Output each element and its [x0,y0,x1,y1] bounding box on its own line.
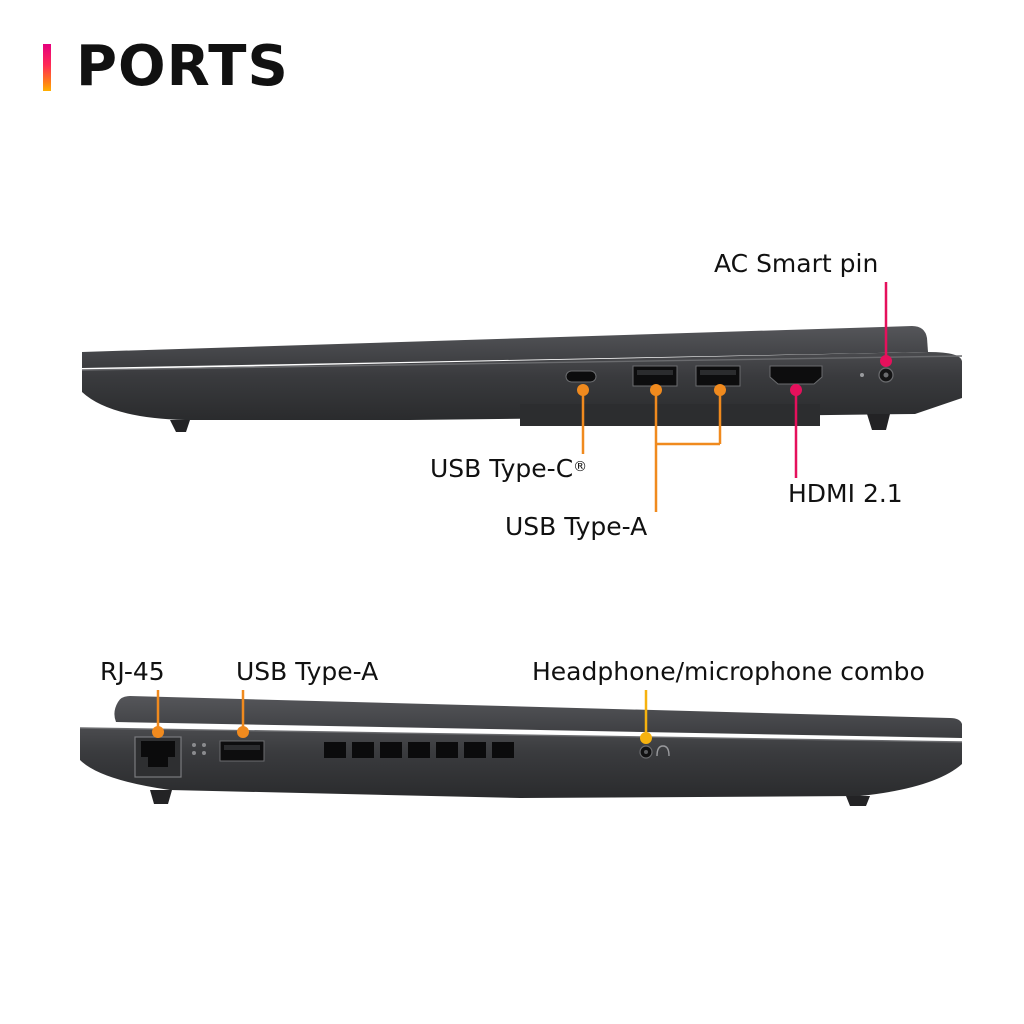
rj45-led-2 [202,743,206,747]
callout-audio [640,690,652,744]
left-base-edge [79,727,963,743]
headphone-icon [656,745,670,757]
callout-rj45 [152,690,164,738]
callout-usb-a-right [650,384,726,512]
laptop-left-side [79,690,963,806]
laptop-right-side [81,282,963,512]
right-lid [82,326,928,368]
label-headphone-mic-combo: Headphone/microphone combo [532,657,925,686]
rj45-led-1 [192,743,196,747]
label-usb-type-a-left: USB Type-A [236,657,379,686]
callout-usb-c [577,384,589,454]
registered-mark: ® [573,459,588,475]
right-base [82,352,962,420]
left-lid [114,696,962,738]
rj45-led-4 [202,751,206,755]
led-indicator [860,373,864,377]
label-ac-smart-pin: AC Smart pin [714,249,879,278]
right-port-strip [520,404,820,426]
title-accent-bar [43,44,51,91]
rj45-port [134,736,182,778]
label-usb-type-c-text: USB Type-C [430,454,574,483]
callout-hdmi [790,384,802,478]
right-foot-left [170,420,190,432]
hdmi-port [769,365,823,385]
right-base-edge [81,355,963,371]
label-usb-type-a-right: USB Type-A [505,512,648,541]
left-foot-left [150,790,172,804]
label-hdmi: HDMI 2.1 [788,479,903,508]
callout-usb-a-left [237,690,249,738]
label-usb-type-c: USB Type-C® [430,454,587,484]
usb-a-port-right-1 [632,365,678,387]
usb-a-port-left [219,740,265,762]
label-rj45: RJ-45 [100,657,165,686]
usb-a-port-right-2 [695,365,741,387]
rj45-led-3 [192,751,196,755]
left-foot-right [846,796,870,806]
callout-ac-smart-pin [880,282,892,367]
usb-c-port [565,370,597,383]
page-title: PORTS [76,34,289,99]
left-base [80,728,962,798]
right-foot-right [867,414,890,430]
vent-grille [324,742,514,758]
